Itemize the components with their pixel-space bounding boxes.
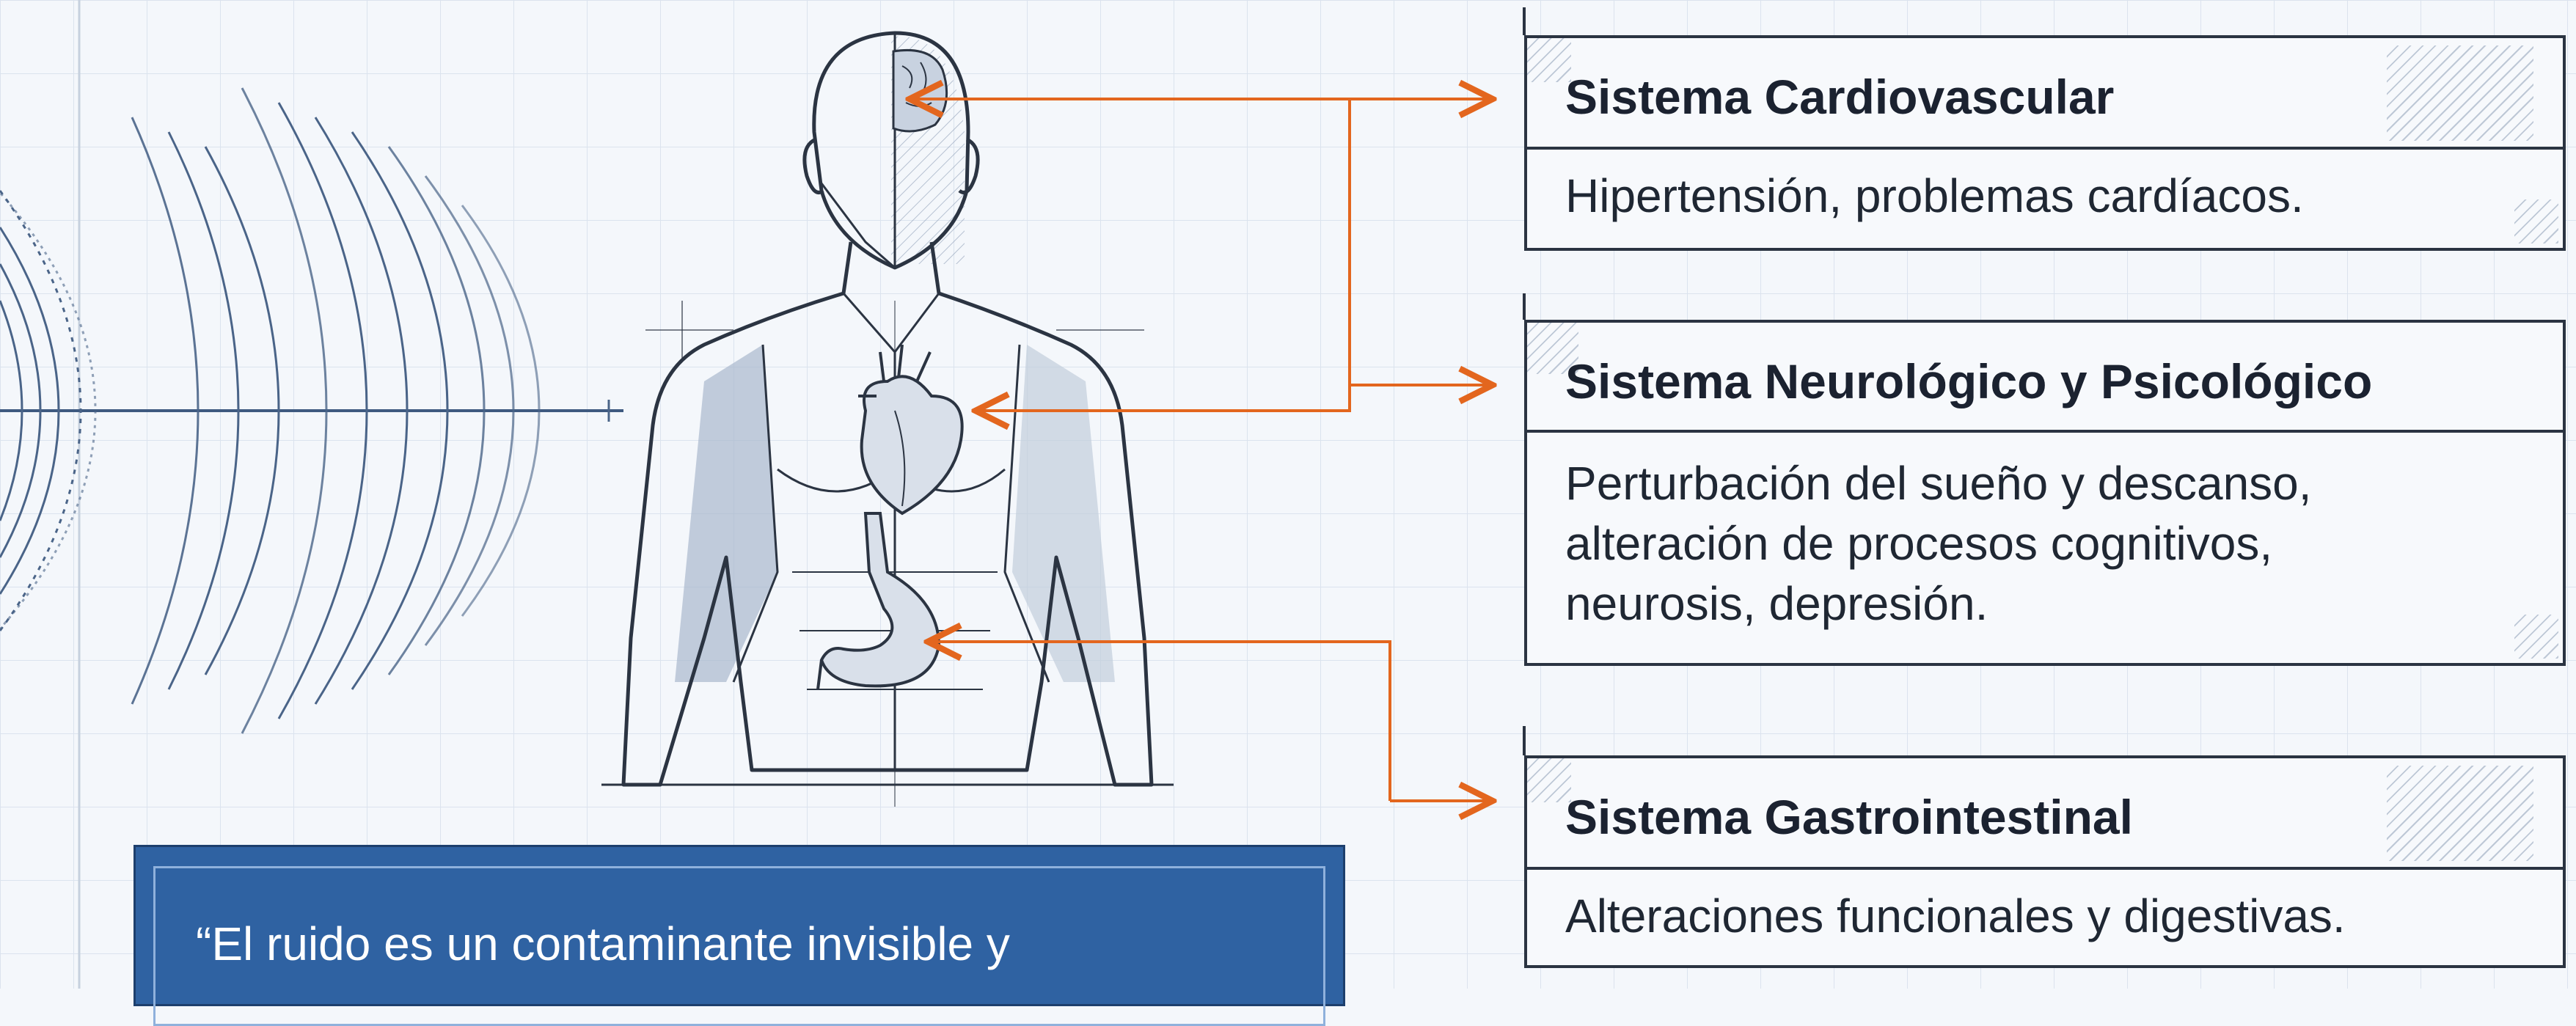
card-header: Sistema Gastrointestinal	[1527, 758, 2563, 870]
cardiovascular-card: Sistema Cardiovascular Hipertensión, pro…	[1524, 35, 2566, 251]
card-header: Sistema Neurológico y Psicológico	[1527, 323, 2563, 433]
card-header: Sistema Cardiovascular	[1527, 38, 2563, 150]
gastrointestinal-card: Sistema Gastrointestinal Alteraciones fu…	[1524, 755, 2566, 968]
card-description: Alteraciones funcionales y digestivas.	[1565, 886, 2519, 946]
card-title: Sistema Neurológico y Psicológico	[1565, 353, 2372, 409]
card-title: Sistema Cardiovascular	[1565, 69, 2114, 125]
card-description: Hipertensión, problemas cardíacos.	[1565, 166, 2519, 226]
card-title: Sistema Gastrointestinal	[1565, 789, 2133, 845]
neurological-psychological-card: Sistema Neurológico y Psicológico Pertur…	[1524, 320, 2566, 666]
quote-text: “El ruido es un contaminante invisible y	[196, 915, 1311, 973]
card-description: Perturbación del sueño y descanso, alter…	[1565, 453, 2519, 634]
quote-panel: “El ruido es un contaminante invisible y	[133, 845, 1345, 1006]
brain-icon	[893, 50, 947, 131]
